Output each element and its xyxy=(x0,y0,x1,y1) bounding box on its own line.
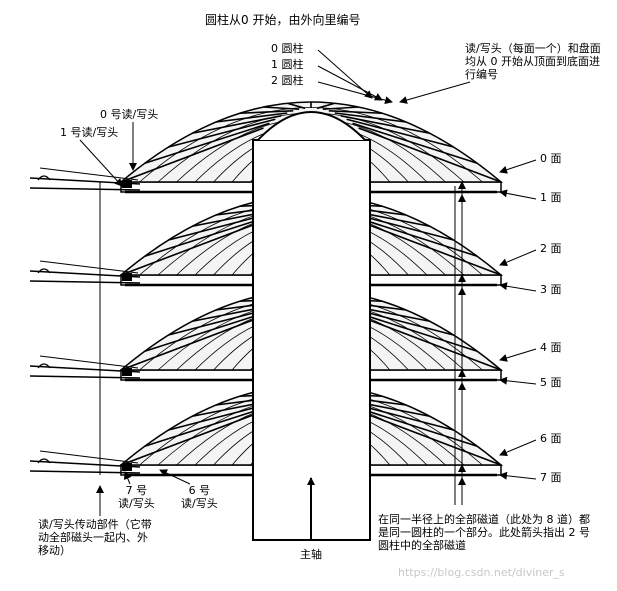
surface-label-5: 5 面 xyxy=(540,376,562,389)
cylinder-leader xyxy=(317,81,393,105)
sector-line xyxy=(316,102,335,110)
surface-label-3: 3 面 xyxy=(540,283,562,296)
surface-label-4: 4 面 xyxy=(540,341,562,354)
head-label-1: 1 号读/写头 xyxy=(60,126,119,139)
surface-leader xyxy=(499,471,537,480)
sector-line xyxy=(120,220,264,276)
sector-line xyxy=(358,315,502,371)
callout-lines xyxy=(79,49,537,516)
surface-label-7: 7 面 xyxy=(540,471,562,484)
sector-line xyxy=(352,215,478,258)
head6-leader xyxy=(159,469,191,485)
sector-line xyxy=(168,118,276,148)
sector-line xyxy=(346,118,454,148)
head-slider xyxy=(37,363,51,369)
sector-line xyxy=(215,112,288,123)
head7-leader xyxy=(124,471,132,485)
sector-line xyxy=(120,410,264,466)
surface-leader xyxy=(499,249,537,266)
arm-lower xyxy=(29,280,141,284)
sector-line xyxy=(263,106,300,111)
arm-brace xyxy=(39,260,139,274)
sector-line xyxy=(192,115,282,135)
sector-line xyxy=(358,410,502,466)
head-arm xyxy=(29,355,141,379)
head-label-6: 6 号 读/写头 xyxy=(181,484,218,510)
head-slider xyxy=(37,458,51,464)
surface-leader xyxy=(499,439,537,456)
head-arm xyxy=(29,260,141,284)
diagram-title: 圆柱从0 开始，由外向里编号 xyxy=(205,13,361,27)
sector-line xyxy=(144,122,270,165)
head-label-0: 0 号读/写头 xyxy=(100,108,159,121)
note-leader xyxy=(399,81,471,104)
sector-line xyxy=(352,122,478,165)
head-tip xyxy=(122,368,132,376)
head1-leader xyxy=(79,139,123,187)
sector-line xyxy=(358,220,502,276)
arm-lower xyxy=(29,187,141,191)
sector-line xyxy=(287,102,306,110)
head-tip xyxy=(122,180,132,188)
arm-brace xyxy=(39,167,139,181)
sector-line xyxy=(328,110,383,115)
head-label-7: 7 号 读/写头 xyxy=(118,484,155,510)
surface-leader xyxy=(499,348,537,362)
sector-line xyxy=(352,405,478,448)
arm-brace xyxy=(39,450,139,464)
arm-lower xyxy=(29,470,141,474)
arm-lower xyxy=(29,375,141,379)
head-arms xyxy=(29,167,141,475)
sector-line xyxy=(120,315,264,371)
sector-line xyxy=(340,115,430,135)
watermark-text: https://blog.csdn.net/diviner_s xyxy=(398,566,565,579)
sector-line xyxy=(144,405,270,448)
surface-label-6: 6 面 xyxy=(540,432,562,445)
head-tip xyxy=(122,463,132,471)
head-slider xyxy=(37,268,51,274)
sector-line xyxy=(144,215,270,258)
arm-upper xyxy=(29,270,141,278)
sector-line xyxy=(239,110,294,115)
surface-label-1: 1 面 xyxy=(540,191,562,204)
surface-label-2: 2 面 xyxy=(540,242,562,255)
surface-leader xyxy=(499,159,537,174)
head-numbering-note: 读/写头（每面一个）和盘面均从 0 开始从顶面到底面进行编号 xyxy=(465,42,601,81)
surface-leader xyxy=(499,282,537,292)
surface-leader xyxy=(499,376,537,385)
sector-line xyxy=(322,106,359,111)
arm-brace xyxy=(39,355,139,369)
cylinder-label-1: 1 圆柱 xyxy=(271,58,304,71)
head-arm xyxy=(29,450,141,474)
actuator-label: 读/写头传动部件（它带动全部磁头一起内、外移动） xyxy=(38,518,152,557)
arm-upper xyxy=(29,365,141,373)
sector-line xyxy=(358,127,502,183)
sector-line xyxy=(352,310,478,353)
surface-leader xyxy=(499,189,537,200)
sector-line xyxy=(144,310,270,353)
spindle-shaft xyxy=(252,111,371,541)
cylinder-leader xyxy=(317,65,383,101)
track-note: 在同一半径上的全部磁道（此处为 8 道）都是同一圆柱的一个部分。此处箭头指出 2… xyxy=(378,513,590,552)
spindle-label: 主轴 xyxy=(300,548,322,561)
head-tip xyxy=(122,273,132,281)
sector-line xyxy=(120,127,264,183)
head-slider xyxy=(37,175,51,181)
cylinder-label-0: 0 圆柱 xyxy=(271,42,304,55)
sector-line xyxy=(334,112,407,123)
cylinder-label-2: 2 圆柱 xyxy=(271,74,304,87)
surface-label-0: 0 面 xyxy=(540,152,562,165)
arm-upper xyxy=(29,460,141,468)
